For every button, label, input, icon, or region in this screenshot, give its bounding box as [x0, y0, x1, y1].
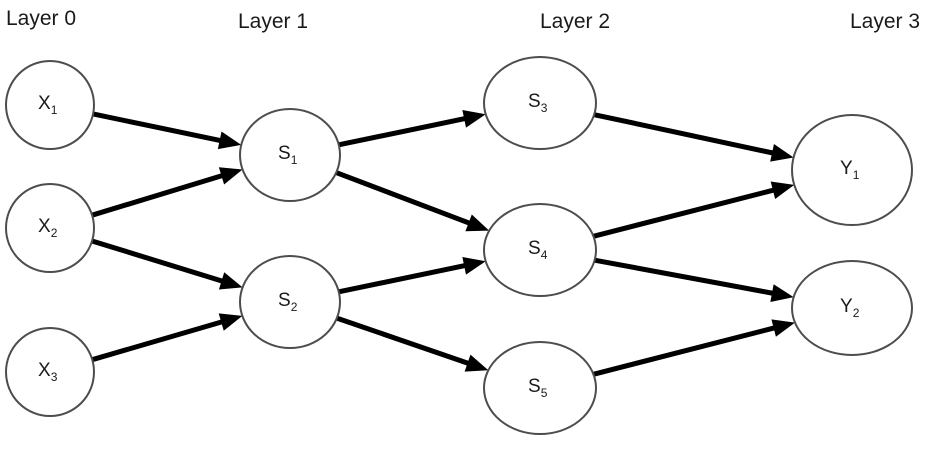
node-label: X2	[38, 216, 58, 240]
edge-x2-to-s2	[91, 238, 243, 290]
arrowhead-icon	[464, 354, 489, 372]
edge-line	[336, 315, 471, 367]
node-label-main: S	[278, 290, 291, 311]
node-s5: S5	[483, 341, 597, 435]
node-label-main: Y	[840, 158, 853, 179]
node-circle	[483, 203, 597, 297]
node-circle	[5, 183, 95, 273]
edge-line	[91, 172, 225, 218]
node-label: S3	[528, 91, 548, 115]
edge-s1-to-s3	[338, 109, 486, 148]
node-y1: Y1	[791, 114, 913, 226]
layer-3-label: Layer 3	[850, 10, 920, 33]
node-s4: S4	[483, 203, 597, 297]
edge-line	[91, 319, 224, 363]
node-label-main: S	[528, 376, 541, 397]
edge-s3-to-y1	[593, 112, 794, 162]
edge-x2-to-s1	[91, 167, 243, 218]
node-label-main: S	[528, 238, 541, 259]
arrowhead-icon	[465, 214, 490, 232]
node-label-subscript: 2	[51, 226, 58, 240]
node-circle	[483, 341, 597, 435]
edge-line	[92, 111, 223, 144]
node-circle	[791, 114, 913, 226]
arrowhead-icon	[770, 181, 795, 199]
arrowhead-icon	[462, 256, 486, 275]
edge-line	[594, 257, 775, 296]
node-x3: X3	[5, 327, 95, 417]
node-label: S4	[528, 238, 548, 262]
arrowhead-icon	[218, 167, 243, 185]
layer-0-label: Layer 0	[6, 7, 76, 30]
arrowhead-icon	[218, 272, 243, 290]
node-circle	[483, 56, 597, 150]
node-label-subscript: 2	[291, 300, 298, 314]
node-x1: X1	[5, 60, 95, 150]
node-s1: S1	[239, 108, 341, 202]
edge-s4-to-y1	[592, 181, 795, 239]
node-y2: Y2	[791, 260, 913, 356]
node-circle	[239, 108, 341, 202]
arrowhead-icon	[217, 131, 242, 150]
edge-line	[338, 115, 467, 148]
node-label-subscript: 2	[853, 306, 860, 320]
edge-line	[593, 112, 775, 156]
node-x2: X2	[5, 183, 95, 273]
node-label-main: S	[528, 91, 541, 112]
edge-x1-to-s1	[92, 111, 242, 150]
node-circle	[239, 255, 341, 349]
node-label: Y2	[840, 296, 860, 320]
node-label-subscript: 5	[541, 386, 548, 400]
edge-s1-to-s4	[335, 170, 490, 232]
arrowhead-icon	[770, 144, 794, 162]
edge-line	[592, 187, 776, 239]
edge-s2-to-s4	[338, 256, 486, 295]
node-label: X3	[38, 360, 58, 384]
arrowhead-icon	[770, 284, 794, 302]
edge-line	[338, 262, 467, 295]
node-label-main: Y	[840, 296, 853, 317]
node-circle	[5, 60, 95, 150]
node-label-subscript: 1	[291, 153, 298, 167]
node-label-subscript: 3	[51, 370, 58, 384]
edge-s4-to-y2	[594, 257, 794, 302]
node-label: S2	[278, 290, 298, 314]
node-label-subscript: 4	[541, 248, 548, 262]
arrowhead-icon	[218, 313, 243, 331]
node-circle	[5, 327, 95, 417]
edge-s2-to-s5	[336, 315, 489, 372]
node-label-main: X	[38, 216, 51, 237]
edge-line	[335, 170, 472, 226]
arrowhead-icon	[462, 109, 486, 128]
edge-s5-to-y2	[592, 319, 795, 377]
layer-2-label: Layer 2	[540, 10, 610, 33]
node-label: X1	[38, 93, 58, 117]
edges-group	[91, 109, 795, 377]
edge-line	[592, 325, 777, 377]
layer-labels-group: Layer 0 Layer 1 Layer 2 Layer 3	[6, 7, 920, 33]
edge-x3-to-s2	[91, 313, 243, 363]
node-label-main: S	[278, 143, 291, 164]
layer-1-label: Layer 1	[238, 10, 308, 33]
node-label: S1	[278, 143, 298, 167]
edge-line	[91, 238, 225, 284]
arrowhead-icon	[771, 319, 795, 337]
node-label: Y1	[840, 158, 860, 182]
node-label-subscript: 3	[541, 101, 548, 115]
node-label-subscript: 1	[853, 168, 860, 182]
node-label: S5	[528, 376, 548, 400]
node-label-main: X	[38, 360, 51, 381]
node-label-main: X	[38, 93, 51, 114]
node-circle	[791, 260, 913, 356]
node-s3: S3	[483, 56, 597, 150]
node-label-subscript: 1	[51, 103, 58, 117]
node-s2: S2	[239, 255, 341, 349]
